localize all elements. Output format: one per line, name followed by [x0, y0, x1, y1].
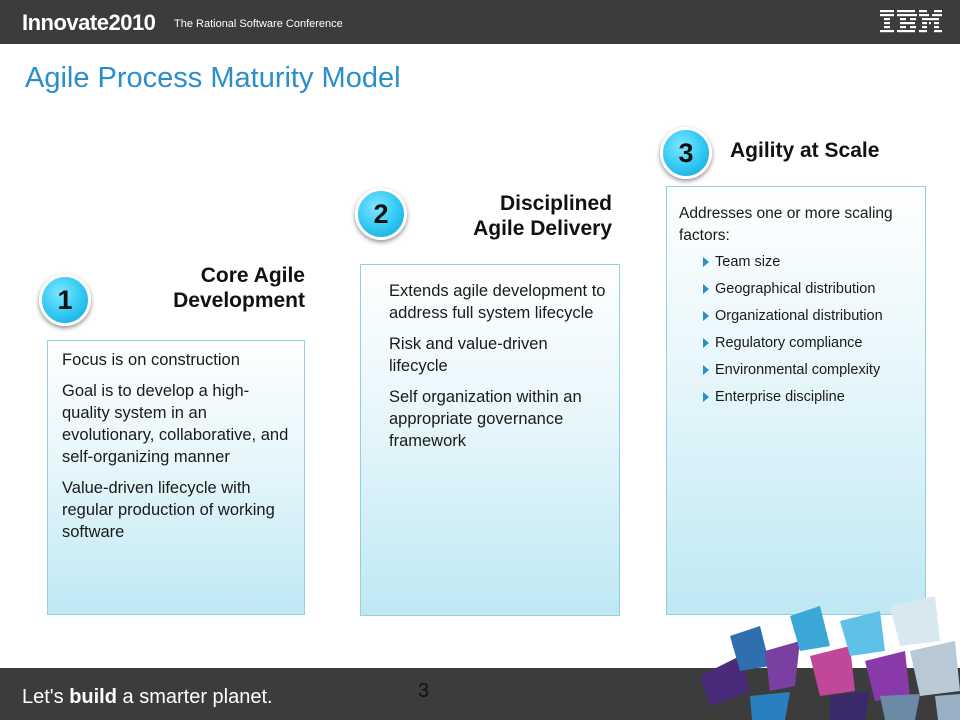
conference-brand: Innovate2010 — [22, 10, 156, 36]
triangle-bullet-icon — [703, 392, 709, 402]
step-3-title: Agility at Scale — [730, 138, 879, 163]
brand-subtitle: The Rational Software Conference — [174, 18, 343, 30]
step-1-point: Value-driven lifecycle with regular prod… — [62, 479, 275, 541]
step-1-number: 1 — [57, 284, 73, 315]
step-1-title-line2: Development — [173, 289, 305, 312]
step-3-badge: 3 — [660, 127, 712, 179]
scaling-factor-item: Regulatory compliance — [703, 334, 915, 352]
scaling-factor-item: Enterprise discipline — [703, 388, 915, 406]
slide-title: Agile Process Maturity Model — [25, 62, 401, 94]
step-2-point: Extends agile development to address ful… — [389, 282, 606, 322]
step-2-card: Extends agile development to address ful… — [360, 264, 620, 616]
step-3-lead: Addresses one or more scaling factors: — [679, 205, 893, 244]
tagline-bold: build — [69, 686, 117, 708]
tagline-prefix: Let's — [22, 686, 64, 708]
step-2-title: Disciplined Agile Delivery — [473, 191, 612, 241]
step-1-badge: 1 — [39, 274, 91, 326]
scaling-factor-list: Team size Geographical distribution Orga… — [679, 253, 915, 406]
scaling-factor-item: Team size — [703, 253, 915, 271]
header-bar — [0, 0, 960, 44]
scaling-factor-item: Geographical distribution — [703, 280, 915, 298]
step-2-title-line2: Agile Delivery — [473, 217, 612, 240]
step-2-badge: 2 — [355, 188, 407, 240]
step-1-point: Focus is on construction — [62, 351, 240, 369]
step-1-title-line1: Core Agile — [200, 264, 305, 287]
scaling-factor-label: Regulatory compliance — [715, 335, 863, 351]
step-3-title-line1: Agility at Scale — [730, 139, 880, 162]
brand-year: 2010 — [108, 10, 156, 35]
scaling-factor-item: Organizational distribution — [703, 307, 915, 325]
step-2-title-line1: Disciplined — [499, 192, 612, 215]
scaling-factor-label: Organizational distribution — [715, 308, 883, 324]
decorative-mosaic-icon — [700, 596, 960, 720]
ibm-logo-icon — [880, 10, 942, 33]
step-1-card: Focus is on construction Goal is to deve… — [47, 340, 305, 615]
triangle-bullet-icon — [703, 365, 709, 375]
footer-bar — [0, 668, 960, 720]
step-2-point: Risk and value-driven lifecycle — [389, 335, 548, 375]
page-number: 3 — [418, 680, 430, 702]
brand-name: Innovate — [22, 10, 109, 35]
step-1-point: Goal is to develop a high-quality system… — [62, 382, 289, 466]
step-3-number: 3 — [678, 137, 694, 168]
step-2-number: 2 — [373, 198, 389, 229]
triangle-bullet-icon — [703, 338, 709, 348]
triangle-bullet-icon — [703, 257, 709, 267]
scaling-factor-label: Environmental complexity — [715, 362, 881, 378]
scaling-factor-label: Enterprise discipline — [715, 389, 845, 405]
step-1-title: Core Agile Development — [173, 263, 305, 313]
triangle-bullet-icon — [703, 311, 709, 321]
step-3-card: Addresses one or more scaling factors: T… — [666, 186, 926, 615]
scaling-factor-label: Team size — [715, 254, 781, 270]
step-2-point: Self organization within an appropriate … — [389, 388, 582, 450]
tagline-suffix: a smarter planet. — [122, 686, 273, 708]
scaling-factor-item: Environmental complexity — [703, 361, 915, 379]
footer-tagline: Let's build a smarter planet. — [22, 686, 273, 709]
triangle-bullet-icon — [703, 284, 709, 294]
scaling-factor-label: Geographical distribution — [715, 281, 876, 297]
